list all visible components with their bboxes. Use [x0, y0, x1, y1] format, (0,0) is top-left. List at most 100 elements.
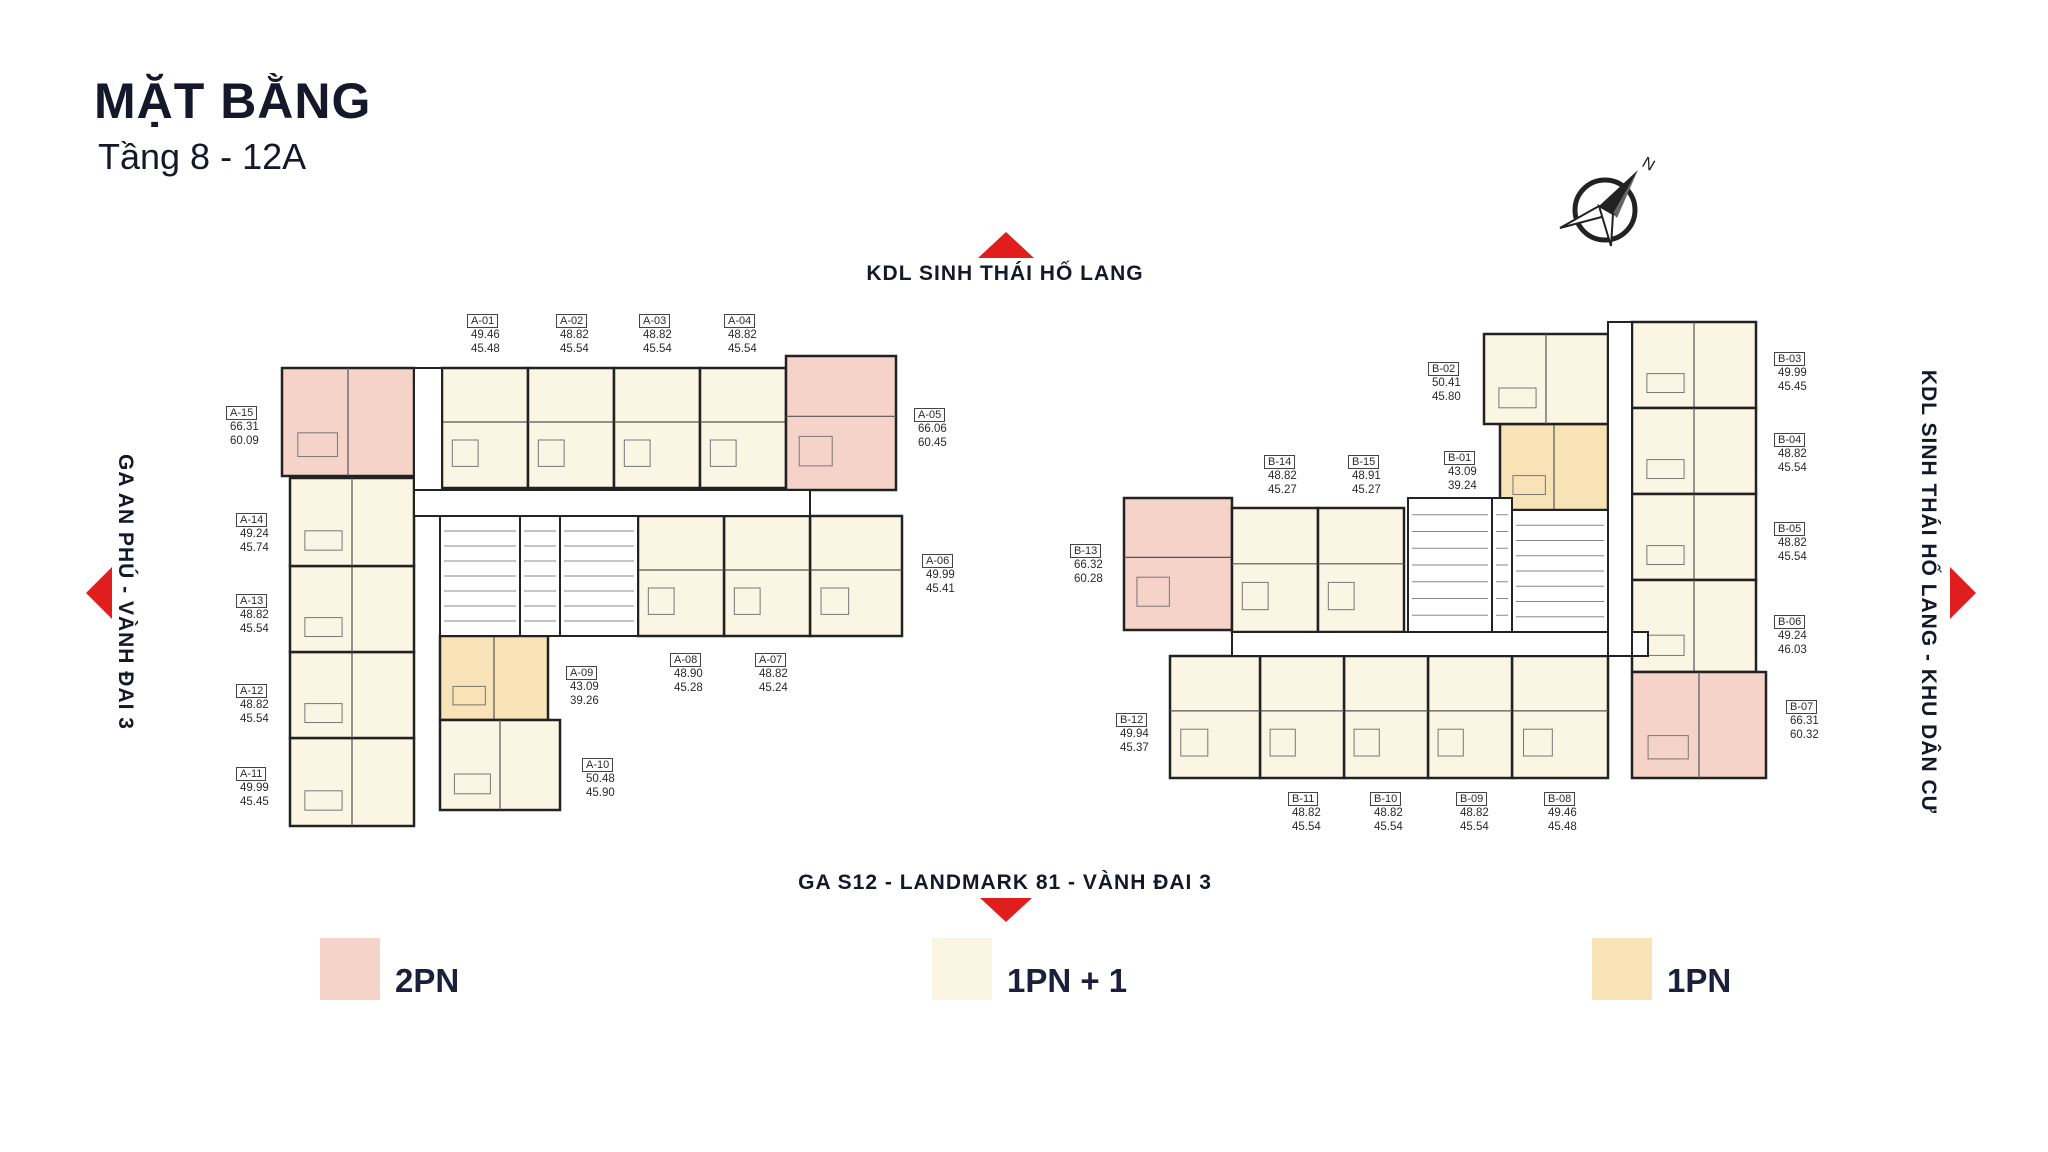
unit-a-08 — [636, 514, 726, 638]
unit-area-gross: 43.09 — [1448, 466, 1477, 478]
unit-area-gross: 48.82 — [240, 699, 269, 711]
bed-outline — [304, 790, 343, 811]
legend-label-1pn-plus-1: 1PN + 1 — [1007, 962, 1128, 999]
bed-outline — [1437, 728, 1464, 757]
unit-area-net: 45.54 — [560, 343, 589, 355]
bed-outline — [537, 439, 565, 467]
unit-area-gross: 66.32 — [1074, 559, 1103, 571]
unit-code: A-09 — [566, 666, 598, 680]
unit-area-net: 45.54 — [1778, 462, 1807, 474]
unit-area-gross: 49.46 — [1548, 807, 1577, 819]
bed-outline — [304, 617, 343, 638]
unit-shapes — [280, 320, 1768, 828]
corridor — [1231, 631, 1649, 657]
direction-label-bottom: GA S12 - LANDMARK 81 - VÀNH ĐAI 3 — [798, 871, 1212, 894]
unit-b-11 — [1258, 654, 1346, 780]
bed-outline — [1523, 728, 1553, 757]
unit-area-net: 45.27 — [1268, 484, 1297, 496]
direction-label-top: KDL SINH THÁI HỐ LANG — [866, 262, 1144, 285]
bed-outline — [1241, 581, 1269, 611]
unit-area-net: 45.45 — [1778, 381, 1807, 393]
unit-area-net: 45.54 — [1778, 551, 1807, 563]
unit-area-gross: 48.82 — [240, 609, 269, 621]
unit-area-gross: 48.90 — [674, 668, 703, 680]
bed-outline — [1498, 387, 1537, 409]
unit-area-net: 60.09 — [230, 435, 259, 447]
unit-b-15 — [1316, 506, 1406, 634]
legend-label-1pn: 1PN — [1667, 962, 1732, 999]
compass-icon: N — [1559, 154, 1658, 247]
unit-area-gross: 66.06 — [918, 423, 947, 435]
unit-a-04 — [698, 366, 788, 490]
unit-a-01 — [440, 366, 530, 490]
unit-area-gross: 50.41 — [1432, 377, 1461, 389]
unit-area-gross: 48.82 — [1460, 807, 1489, 819]
unit-area-net: 45.74 — [240, 542, 269, 554]
unit-area-net: 45.41 — [926, 583, 955, 595]
bed-outline — [647, 587, 675, 615]
unit-area-net: 45.48 — [1548, 821, 1577, 833]
bed-outline — [820, 587, 850, 615]
unit-area-gross: 48.82 — [1778, 537, 1807, 549]
unit-b-10 — [1342, 654, 1430, 780]
unit-area-gross: 48.82 — [1292, 807, 1321, 819]
unit-a-03 — [612, 366, 702, 490]
bed-outline — [1646, 373, 1685, 394]
bed-outline — [304, 703, 343, 724]
bed-outline — [452, 685, 486, 706]
unit-area-net: 45.24 — [759, 682, 788, 694]
bed-outline — [1646, 459, 1685, 480]
unit-code: A-13 — [236, 594, 268, 608]
direction-arrow-top — [978, 232, 1034, 258]
unit-code: B-15 — [1348, 455, 1380, 469]
unit-area-net: 60.28 — [1074, 573, 1103, 585]
bed-outline — [453, 773, 491, 795]
unit-code: B-11 — [1288, 792, 1319, 806]
unit-code: A-10 — [582, 758, 614, 772]
corridor — [413, 367, 443, 491]
unit-code: A-08 — [670, 653, 702, 667]
bed-outline — [451, 439, 479, 467]
unit-code: B-09 — [1456, 792, 1488, 806]
unit-area-gross: 48.82 — [1374, 807, 1403, 819]
unit-area-gross: 48.82 — [759, 668, 788, 680]
unit-a-06 — [808, 514, 904, 638]
corridor — [413, 489, 811, 517]
unit-area-net: 45.54 — [643, 343, 672, 355]
unit-code: B-13 — [1070, 544, 1102, 558]
unit-code: B-03 — [1774, 352, 1806, 366]
bed-outline — [1353, 728, 1380, 757]
unit-area-gross: 49.99 — [1778, 367, 1807, 379]
unit-a-07 — [722, 514, 812, 638]
unit-code: B-08 — [1544, 792, 1576, 806]
bed-outline — [623, 439, 651, 467]
bed-outline — [709, 439, 737, 467]
unit-area-gross: 66.31 — [1790, 715, 1819, 727]
unit-code: A-12 — [236, 684, 268, 698]
unit-code: B-14 — [1264, 455, 1296, 469]
bed-outline — [1180, 728, 1209, 757]
floor-subtitle: Tầng 8 - 12A — [98, 136, 307, 177]
unit-code: A-15 — [226, 406, 258, 420]
unit-area-net: 45.28 — [674, 682, 703, 694]
unit-area-gross: 49.99 — [926, 569, 955, 581]
unit-area-gross: 48.82 — [728, 329, 757, 341]
